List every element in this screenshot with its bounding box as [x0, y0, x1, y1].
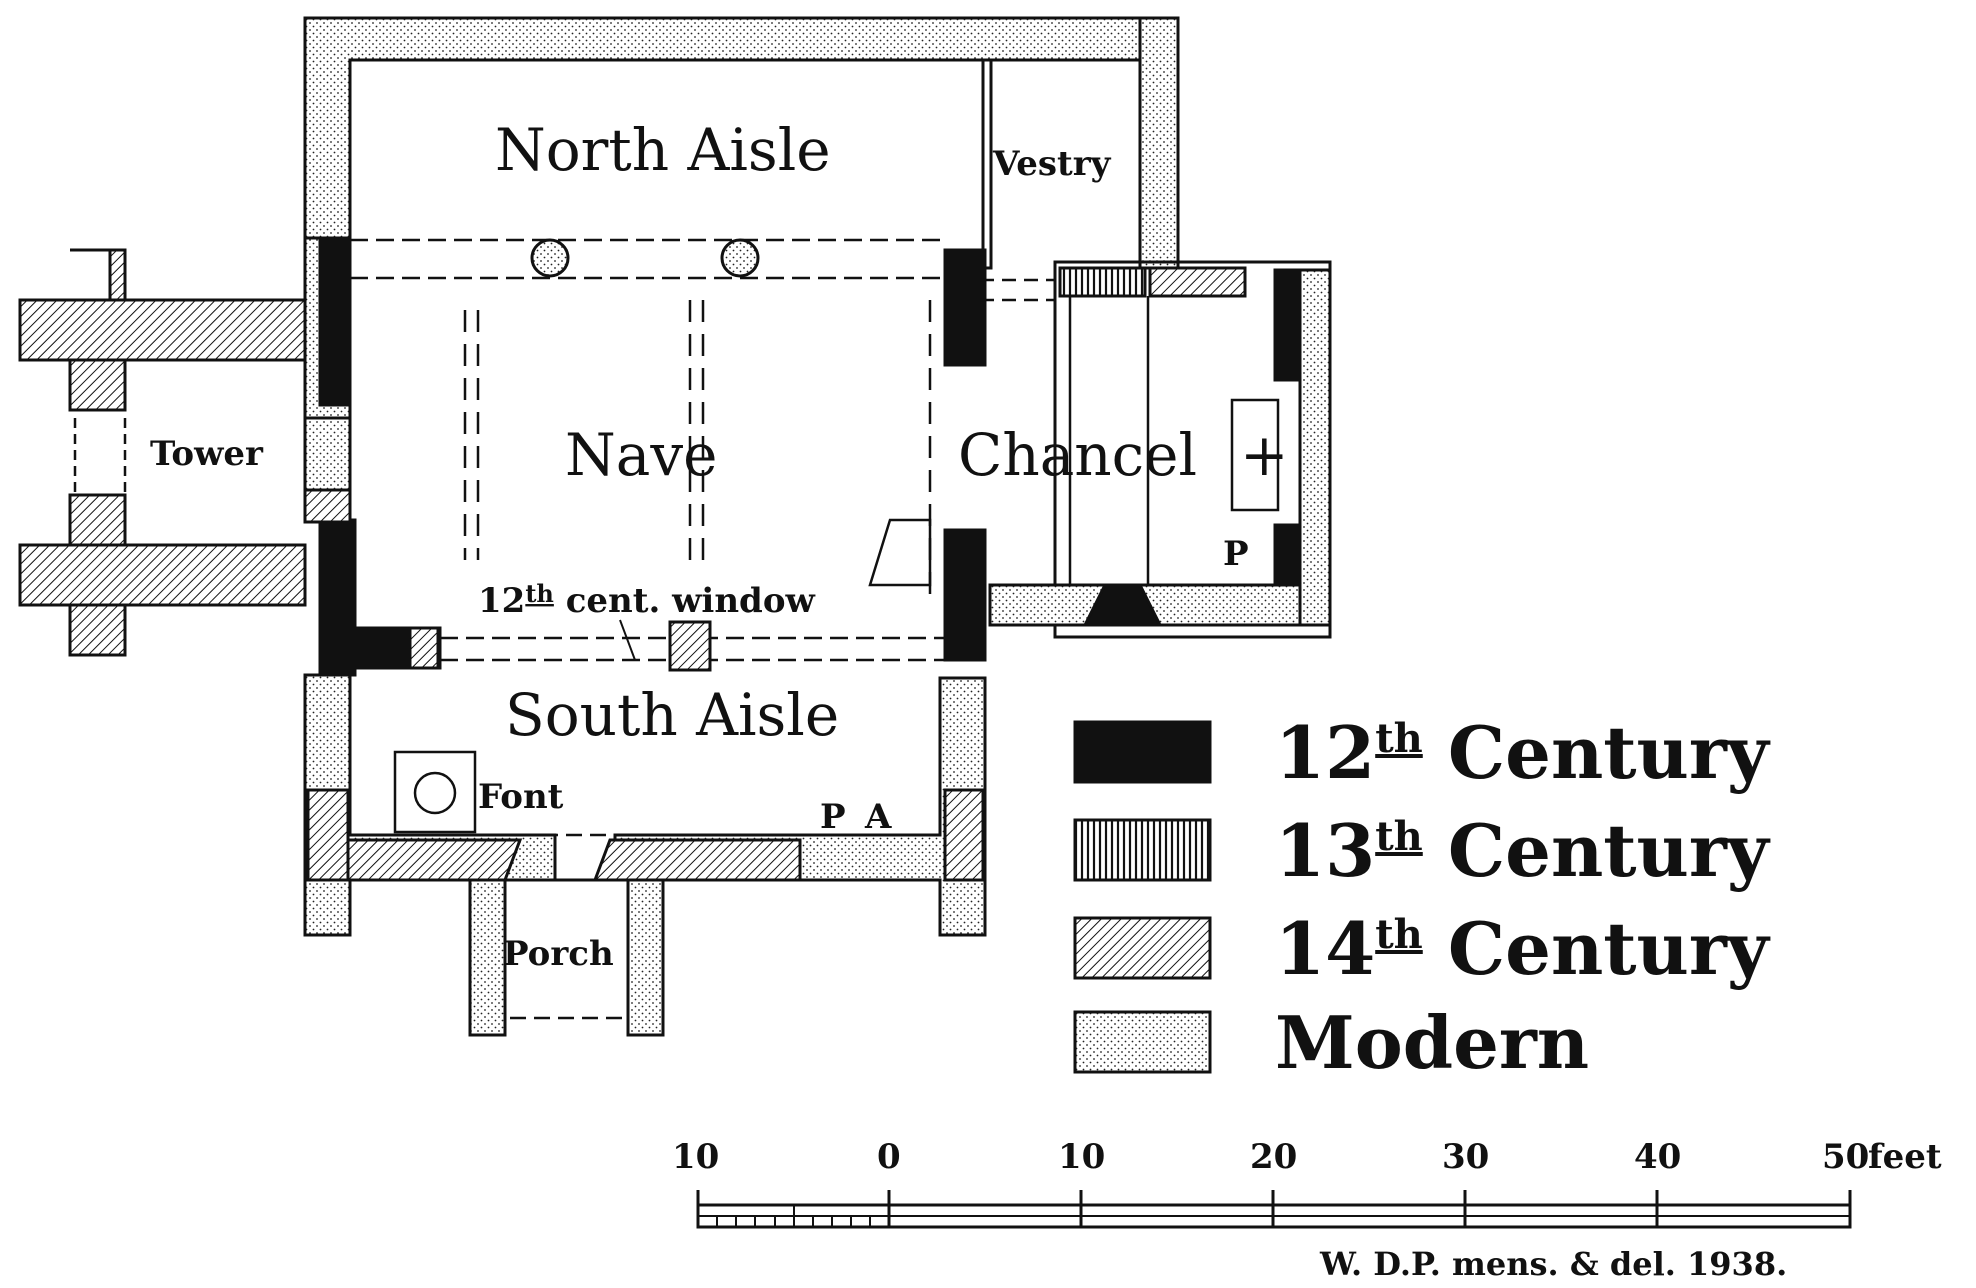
font-basin: [413, 771, 457, 815]
south-wall-sw-corner-14c: [306, 788, 350, 882]
window-marker: [668, 620, 712, 672]
scale-label-20: 20: [1250, 1137, 1297, 1177]
vestry-partition: [981, 58, 993, 270]
scale-label-10: 10: [1058, 1137, 1105, 1177]
room-labels: North Aisle Vestry Tower Nave Chancel So…: [150, 116, 1289, 974]
south-aisle-14c: [328, 838, 523, 882]
chancel-arch-south-12c: [943, 528, 987, 662]
pier-1: [530, 238, 570, 278]
legend-label-13c: 13th Century: [1275, 808, 1771, 893]
legend-swatch-13c: [1073, 818, 1212, 882]
scale-minor-ticks: [716, 1205, 871, 1227]
tower-north-wall: [18, 298, 307, 362]
window-pointer: [619, 619, 636, 661]
south-wall-se-corner-14c: [943, 788, 985, 882]
scale-unit: feet: [1868, 1137, 1942, 1177]
chancel-north-wall-14c: [1148, 266, 1247, 298]
credit-line: W. D.P. mens. & del. 1938.: [1319, 1245, 1787, 1283]
scale-label-40: 40: [1634, 1137, 1681, 1177]
window-note-ordinal: th: [525, 579, 554, 608]
piscina-chancel-label: P: [1223, 534, 1249, 574]
vestry-label: Vestry: [992, 144, 1112, 184]
legend-swatch-14c: [1073, 916, 1212, 980]
legend-swatch-12c: [1073, 720, 1212, 784]
tower-south-wall: [18, 543, 307, 607]
legend-label-12c: 12th Century: [1275, 710, 1771, 795]
chancel-north-wall-13c: [1058, 266, 1147, 298]
chancel-interior: [393, 296, 1280, 834]
porch-label: Porch: [503, 934, 614, 974]
font-surround: [393, 750, 477, 834]
scale-label-50: 50: [1822, 1137, 1869, 1177]
piscina-aisle-label: P: [820, 797, 846, 837]
legend: 12th Century 13th Century 14th Century M…: [1073, 710, 1771, 1085]
chancel-east-wall: [1298, 268, 1332, 627]
tower-label: Tower: [150, 434, 264, 474]
building-walls: [18, 16, 1332, 1037]
window-note-number: 12: [478, 581, 525, 621]
south-aisle-label: South Aisle: [505, 681, 839, 749]
legend-label-modern: Modern: [1275, 1000, 1589, 1085]
chancel-south-12c: [1082, 583, 1163, 627]
window-note-label: 12th cent. window: [478, 579, 816, 621]
arcade-north-west-pier: [318, 238, 352, 407]
legend-label-14c: 14th Century: [1275, 906, 1771, 991]
scale-ticks: [696, 1190, 1852, 1227]
pier-2: [720, 238, 760, 278]
altar: [1230, 398, 1280, 512]
scale-bar: 10 0 10 20 30 40 50 feet: [672, 1137, 1942, 1229]
south-arcade-14c-block: [408, 626, 440, 670]
porch-west-wall: [468, 878, 507, 1037]
altar-cross: +: [1240, 421, 1289, 489]
window-note-text: cent. window: [554, 581, 816, 621]
arcade-piers: [530, 238, 760, 672]
south-aisle-14c-east: [592, 838, 802, 882]
aumbry-label: A: [864, 797, 892, 837]
west-wall-14c-upper: [303, 488, 352, 524]
chancel-label: Chancel: [958, 421, 1197, 489]
legend-swatch-modern: [1073, 1010, 1212, 1074]
north-aisle-label: North Aisle: [495, 116, 831, 184]
font-label: Font: [478, 777, 564, 817]
chancel-arch-north-12c: [943, 248, 987, 367]
south-aisle-porch-recess: [868, 518, 932, 587]
porch-east-wall: [626, 878, 665, 1037]
scale-label-30: 30: [1442, 1137, 1489, 1177]
scale-label-0: 0: [877, 1137, 901, 1177]
vestry-east-wall: [1138, 16, 1180, 270]
scale-label-neg10: 10: [672, 1137, 719, 1177]
nave-label: Nave: [565, 421, 717, 489]
